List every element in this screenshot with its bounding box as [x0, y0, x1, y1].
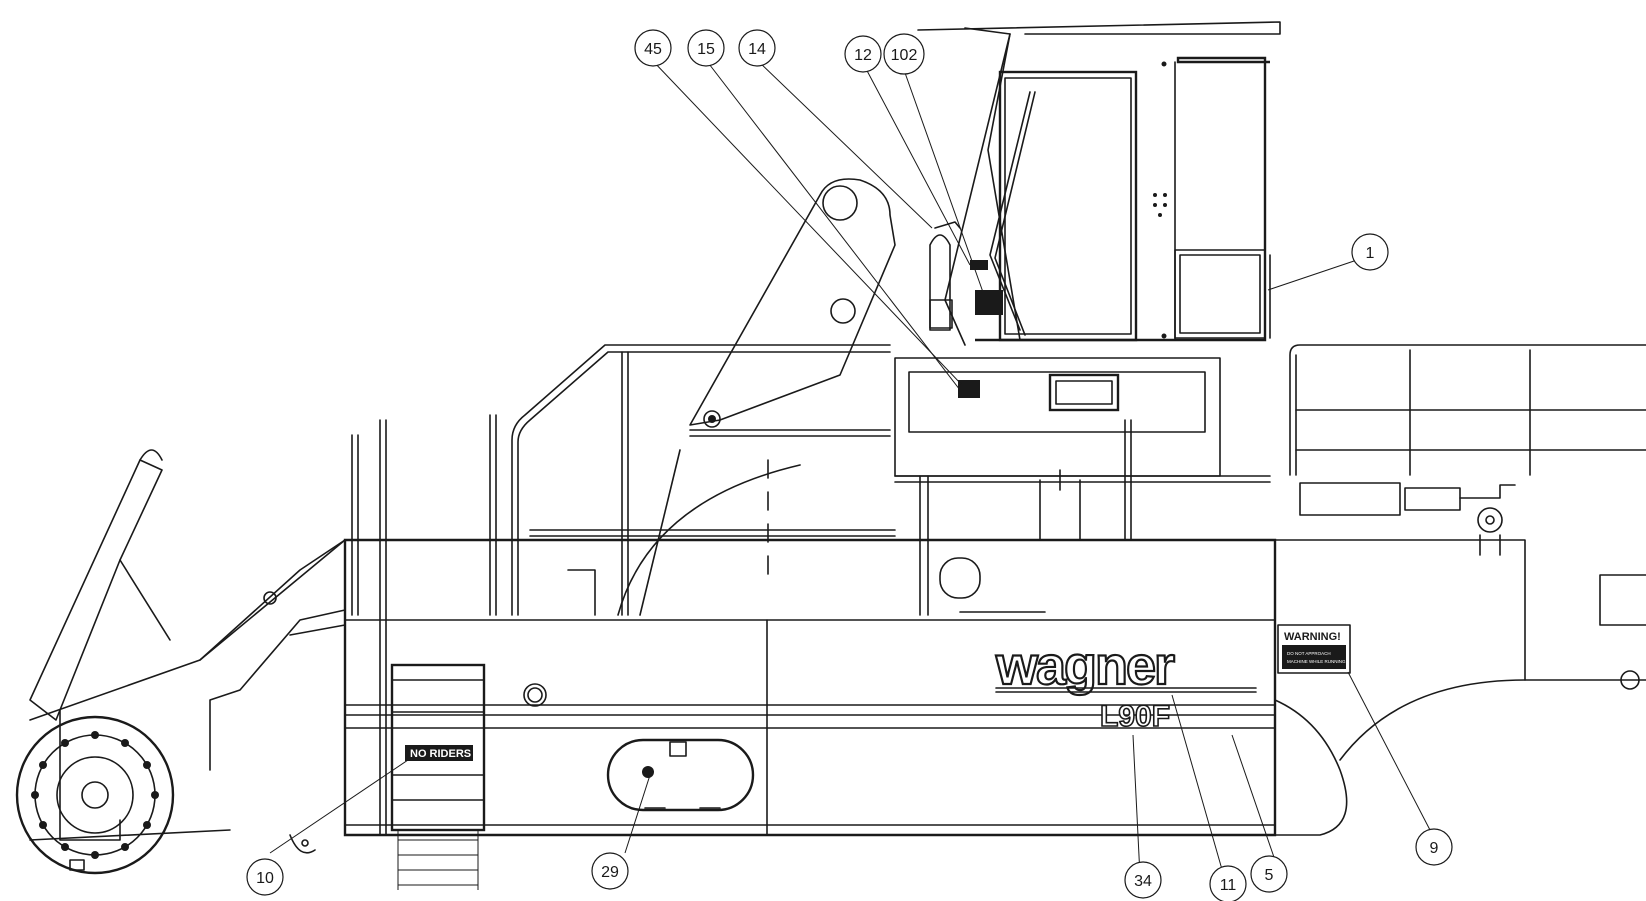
warning-decal-title: WARNING!: [1284, 631, 1341, 643]
svg-text:5: 5: [1265, 867, 1274, 884]
svg-text:1: 1: [1366, 245, 1375, 262]
warning-decal-line1: DO NOT APPROACH: [1287, 651, 1331, 656]
leader-lines: [269, 59, 1431, 881]
warning-decal: WARNING! DO NOT APPROACH MACHINE WHILE R…: [1277, 624, 1351, 674]
warning-decal-line2: MACHINE WHILE RUNNING: [1287, 659, 1346, 664]
svg-text:15: 15: [697, 41, 715, 58]
svg-text:29: 29: [601, 864, 619, 881]
svg-text:45: 45: [644, 41, 662, 58]
callout-10: 10: [246, 858, 284, 896]
svg-text:34: 34: [1134, 873, 1152, 890]
access-ladder: NO RIDERS: [351, 414, 497, 890]
mid-deck-section: [894, 357, 1271, 616]
front-wheel-hub: [15, 715, 175, 875]
svg-text:14: 14: [748, 41, 766, 58]
callout-9: 9: [1415, 828, 1453, 866]
callout-15: 15: [687, 29, 725, 67]
upper-handrails: [511, 344, 896, 616]
no-riders-sign: NO RIDERS: [410, 748, 471, 760]
model-label: L90F: [1100, 700, 1170, 733]
centerline-marks: [659, 459, 881, 581]
boom-arm: [689, 178, 896, 428]
svg-text:102: 102: [891, 47, 918, 64]
callout-102: 102: [883, 33, 925, 75]
front-loader-assembly: [29, 449, 346, 871]
svg-text:10: 10: [256, 870, 274, 887]
callout-5: 5: [1250, 855, 1288, 893]
svg-text:12: 12: [854, 47, 872, 64]
callout-34: 34: [1124, 861, 1162, 899]
callout-14: 14: [738, 29, 776, 67]
fuel-tank: [606, 738, 755, 812]
chassis-body: [289, 538, 1277, 854]
svg-text:11: 11: [1220, 877, 1237, 894]
callout-29: 29: [591, 852, 629, 890]
fire-extinguisher: [929, 221, 1003, 331]
callout-11: 11: [1209, 865, 1247, 901]
operator-cab: [917, 21, 1281, 346]
brand-logo: wagner: [995, 636, 1175, 696]
callout-12: 12: [844, 35, 882, 73]
svg-text:9: 9: [1430, 840, 1439, 857]
callout-45: 45: [634, 29, 672, 67]
callout-1: 1: [1351, 233, 1389, 271]
rear-section: [1274, 344, 1646, 836]
brand-logo-area: wagner L90F: [994, 635, 1257, 734]
